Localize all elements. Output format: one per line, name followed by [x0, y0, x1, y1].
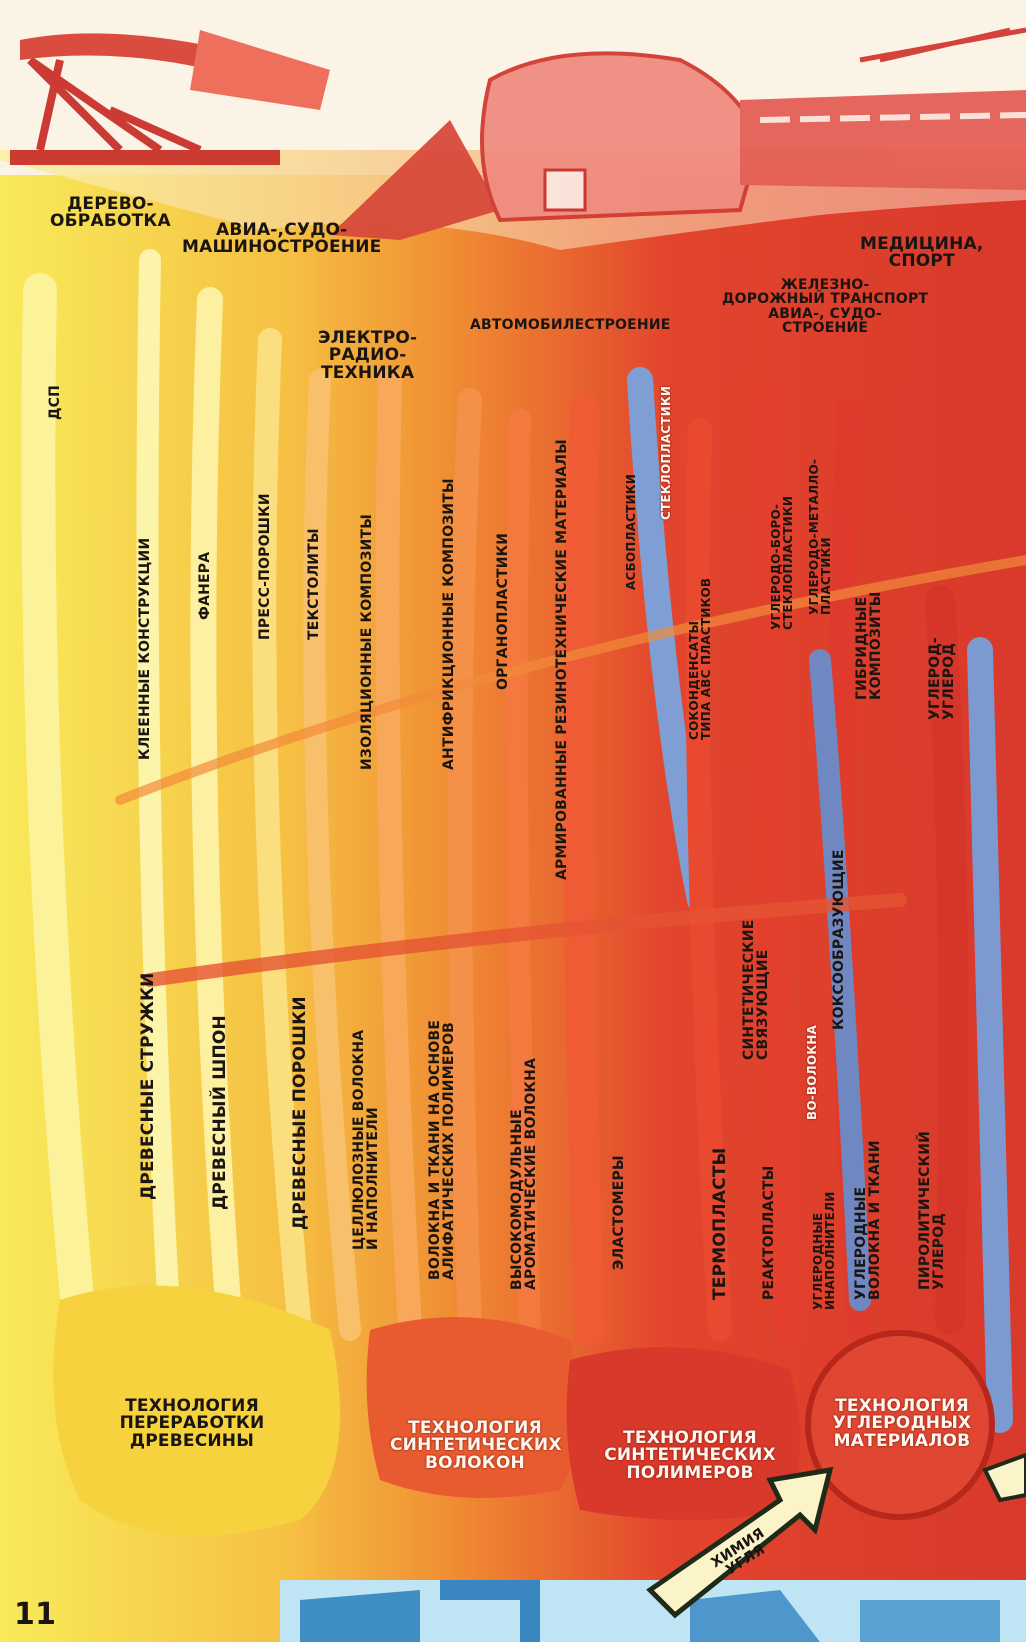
car-illustration [482, 53, 760, 220]
raw-wood-powders: ДРЕВЕСНЫЕ ПОРОШКИ [292, 996, 309, 1230]
raw-thermoplastics: ТЕРМОПЛАСТЫ [712, 1148, 729, 1300]
raw-cellulose-fibers: ЦЕЛЛЮЛОЗНЫЕ ВОЛОКНА И НАПОЛНИТЕЛИ [352, 1030, 381, 1250]
product-carbon-boron-glass: УГЛЕРОДО-БОРО- СТЕКЛОПЛАСТИКИ [770, 496, 794, 630]
raw-bo-fibers: ВО-ВОЛОКНА [806, 1025, 818, 1120]
tech-synthetic-polymers: ТЕХНОЛОГИЯ СИНТЕТИЧЕСКИХ ПОЛИМЕРОВ [600, 1430, 780, 1482]
raw-wood-veneer: ДРЕВЕСНЫЙ ШПОН [212, 1015, 229, 1210]
product-carbon-carbon: УГЛЕРОД- УГЛЕРОД [928, 637, 957, 720]
ship-hull-illustration [190, 30, 330, 110]
industry-woodworking: ДЕРЕВО- ОБРАБОТКА [50, 196, 171, 231]
raw-reactoplastics: РЕАКТОПЛАСТЫ [762, 1166, 776, 1300]
product-carbon-metal: УГЛЕРОДО-МЕТАЛЛО- ПЛАСТИКИ [808, 459, 832, 615]
product-asbestoplastics: АСБОПЛАСТИКИ [625, 474, 637, 590]
tech-wood-processing: ТЕХНОЛОГИЯ ПЕРЕРАБОТКИ ДРЕВЕСИНЫ [112, 1398, 272, 1450]
industry-electro-radio: ЭЛЕКТРО- РАДИО- ТЕХНИКА [318, 330, 417, 382]
product-abs-cocondensates: СОКОНДЕНСАТЫ ТИПА АВС ПЛАСТИКОВ [688, 578, 712, 740]
product-glued-structures: КЛЕЕННЫЕ КОНСТРУКЦИИ [138, 538, 152, 760]
bridge-illustration [10, 150, 280, 165]
product-organoplastics: ОРГАНОПЛАСТИКИ [496, 533, 510, 690]
raw-aromatic-fibers: ВЫСОКОМОДУЛЬНЫЕ АРОМАТИЧЕСКИЕ ВОЛОКНА [510, 1058, 539, 1290]
product-insulating-composites: ИЗОЛЯЦИОННЫЕ КОМПОЗИТЫ [360, 514, 374, 770]
product-antifriction-composites: АНТИФРИКЦИОННЫЕ КОМПОЗИТЫ [442, 478, 456, 770]
product-dsp: ДСП [48, 385, 62, 420]
page-number: 11 [14, 1600, 56, 1631]
industry-automotive: АВТОМОБИЛЕСТРОЕНИЕ [470, 318, 671, 332]
raw-elastomers: ЭЛАСТОМЕРЫ [612, 1155, 626, 1270]
raw-aliphatic-fibers: ВОЛОКНА И ТКАНИ НА ОСНОВЕ АЛИФАТИЧЕСКИХ … [428, 1020, 457, 1280]
industry-railway-aviation: ЖЕЛЕЗНО- ДОРОЖНЫЙ ТРАНСПОРТ АВИА-, СУДО-… [722, 278, 928, 335]
raw-carbon-fibers-fabrics: УГЛЕРОДНЫЕ ВОЛОКНА И ТКАНИ [854, 1140, 883, 1300]
train-illustration [740, 90, 1026, 190]
tech-carbon-materials: ТЕХНОЛОГИЯ УГЛЕРОДНЫХ МАТЕРИАЛОВ [812, 1398, 992, 1450]
product-reinforced-rubber: АРМИРОВАННЫЕ РЕЗИНОТЕХНИЧЕСКИЕ МАТЕРИАЛЫ [555, 439, 569, 880]
raw-pyrolytic-carbon: ПИРОЛИТИЧЕСКИЙ УГЛЕРОД [918, 1131, 947, 1290]
raw-carbon-fillers: УГЛЕРОДНЫЕ ИНАПОЛНИТЕЛИ [812, 1192, 836, 1310]
product-glassplastics: СТЕКЛОПЛАСТИКИ [660, 386, 672, 520]
raw-wood-chips: ДРЕВЕСНЫЕ СТРУЖКИ [140, 972, 157, 1200]
product-textolites: ТЕКСТОЛИТЫ [307, 528, 321, 640]
industry-medicine-sport: МЕДИЦИНА, СПОРТ [860, 236, 984, 271]
raw-coke-forming: КОКСООБРАЗУЮЩИЕ [832, 849, 846, 1030]
raw-synthetic-binders: СИНТЕТИЧЕСКИЕ СВЯЗУЮЩИЕ [742, 919, 771, 1060]
industry-aviation-machine: АВИА-,СУДО- МАШИНОСТРОЕНИЕ [182, 222, 381, 257]
product-plywood: ФАНЕРА [198, 552, 212, 620]
tech-synthetic-fibers: ТЕХНОЛОГИЯ СИНТЕТИЧЕСКИХ ВОЛОКОН [390, 1420, 560, 1472]
product-hybrid-composites: ГИБРИДНЫЕ КОМПОЗИТЫ [855, 529, 884, 700]
product-press-powders: ПРЕСС-ПОРОШКИ [258, 493, 272, 640]
